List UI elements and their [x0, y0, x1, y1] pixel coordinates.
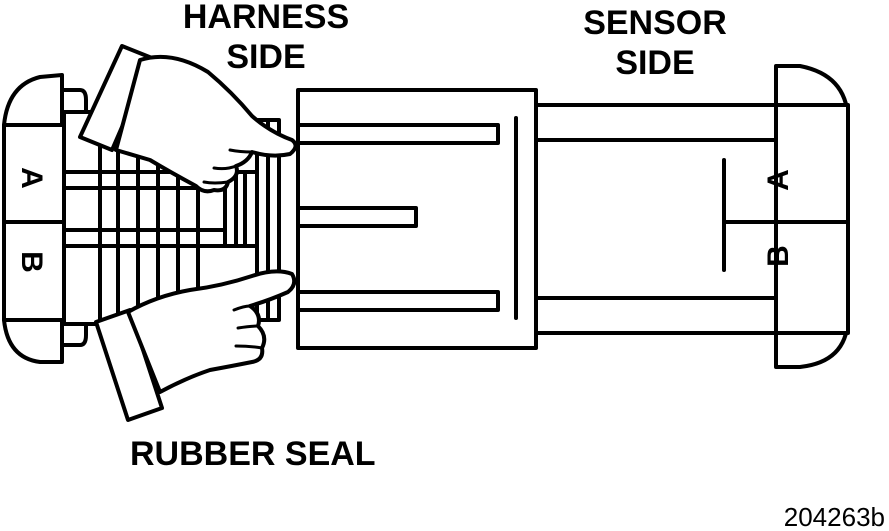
sensor-slot-top	[296, 123, 500, 145]
harness-pin-b-label: B	[15, 251, 48, 273]
harness-cap-notch-top	[60, 88, 88, 114]
sensor-connector: A B	[296, 64, 850, 369]
sensor-pin-b-label: B	[762, 245, 795, 267]
figure-id: 204263b	[784, 502, 885, 531]
sensor-slot-bottom	[296, 290, 500, 312]
rubber-seal-ribs	[98, 123, 227, 322]
sensor-side-label-line1: SENSOR	[583, 4, 727, 42]
sensor-pin-a-label: A	[762, 169, 795, 191]
sensor-cap-face	[774, 103, 850, 335]
harness-cap-notch-bottom	[60, 320, 88, 347]
pointing-hand-icon	[78, 44, 298, 194]
sensor-side-label-line2: SIDE	[615, 44, 694, 82]
harness-terminal	[223, 170, 259, 248]
sensor-body	[534, 103, 780, 335]
sensor-slot-middle	[296, 206, 418, 228]
harness-grip	[62, 110, 102, 326]
pointing-hand-icon	[94, 269, 297, 422]
harness-side-label-line2: SIDE	[226, 38, 305, 76]
rubber-seal-label: RUBBER SEAL	[130, 435, 376, 473]
harness-connector: A B	[2, 73, 281, 364]
harness-pin-a-label: A	[15, 167, 48, 189]
harness-side-label-line1: HARNESS	[183, 0, 349, 36]
